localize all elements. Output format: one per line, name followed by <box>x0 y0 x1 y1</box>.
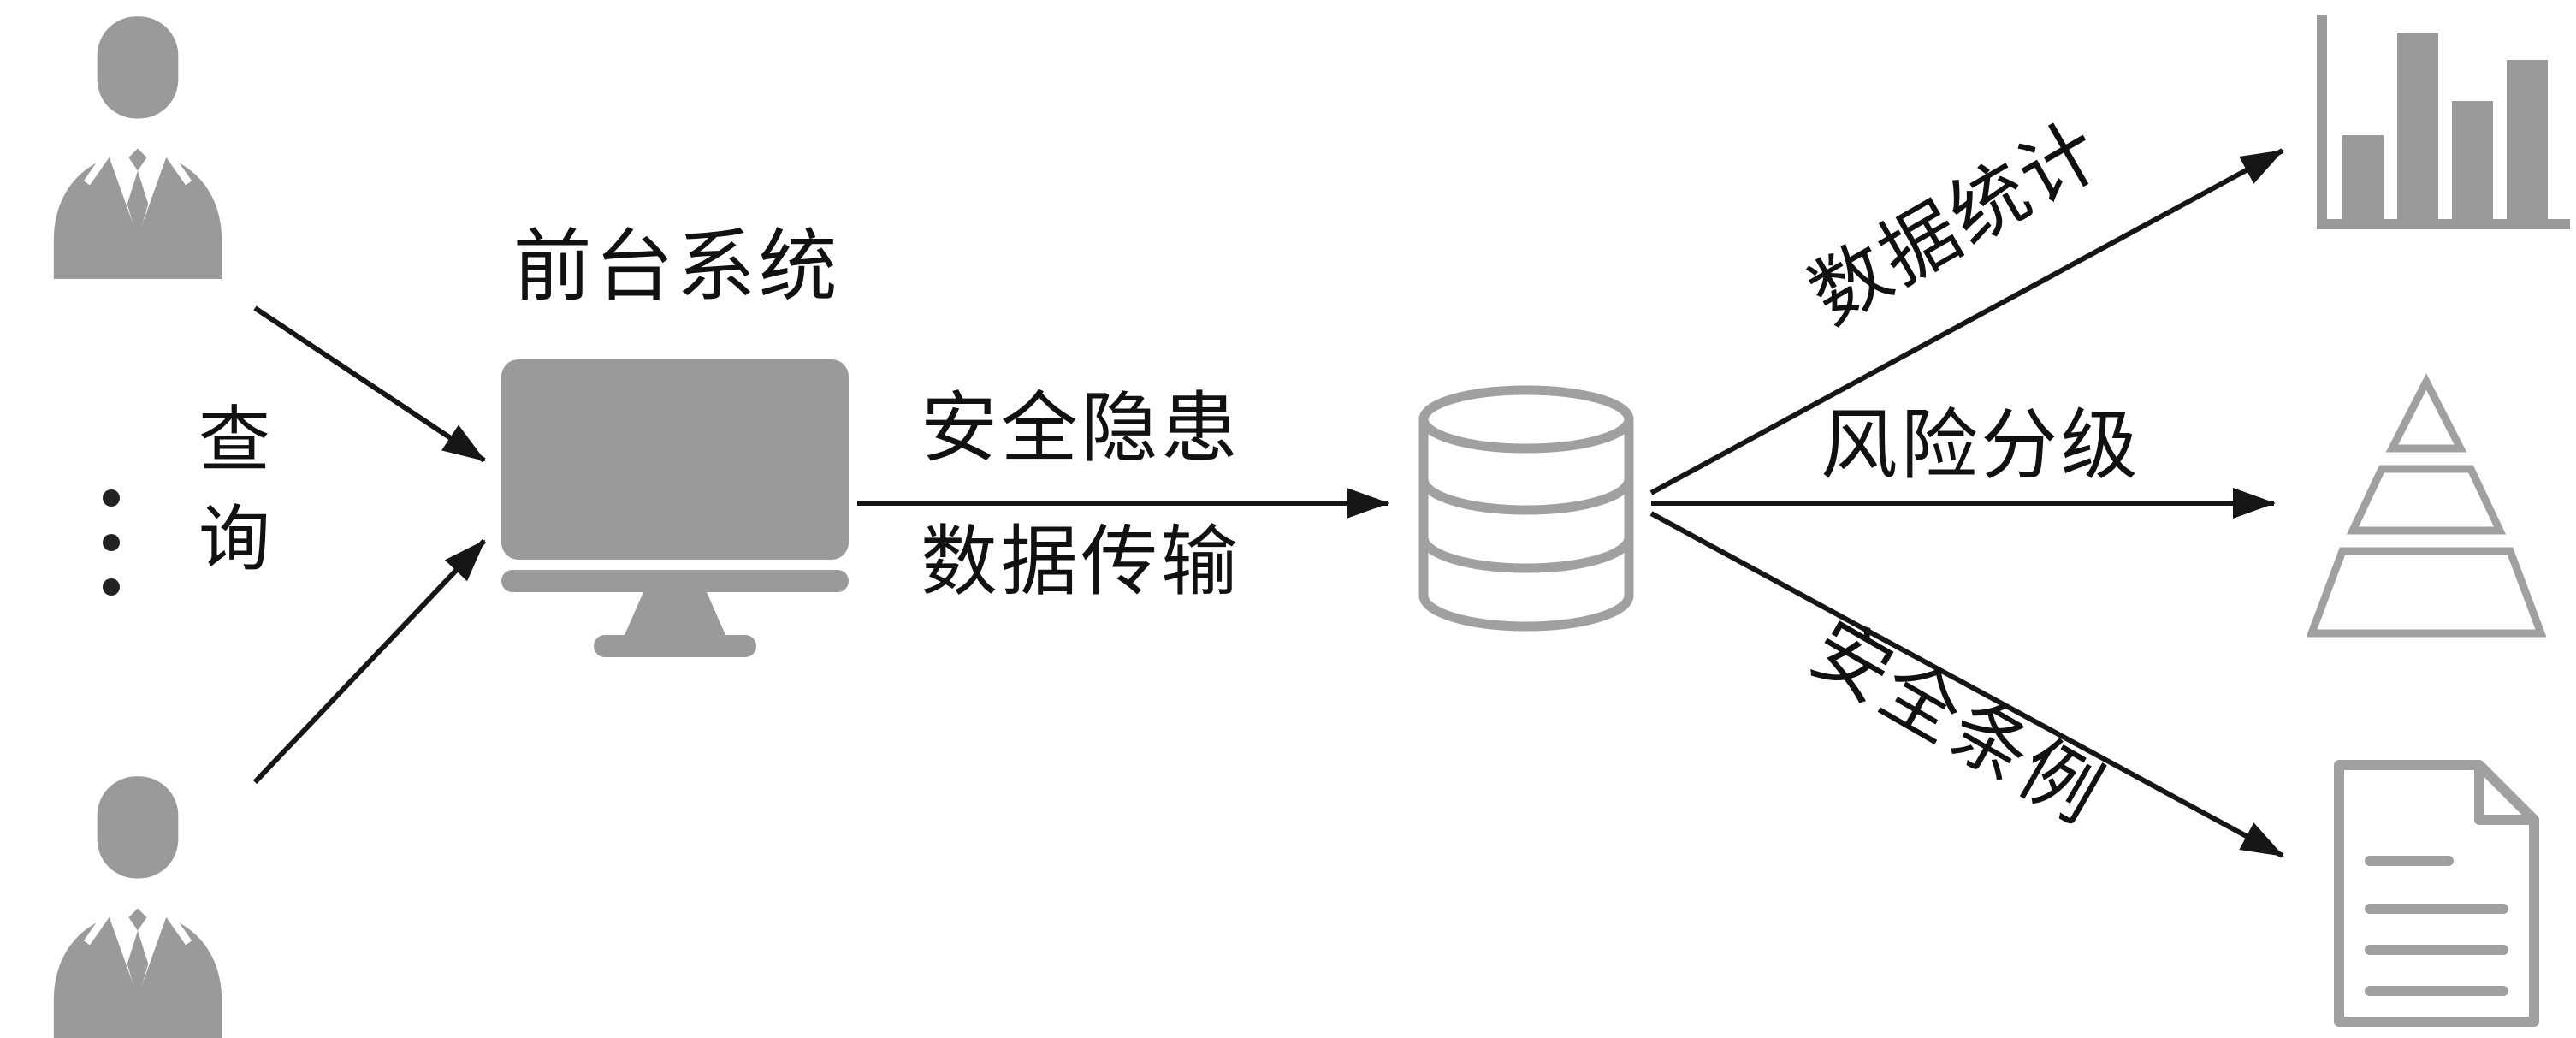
frontend-system-label: 前台系统 <box>512 223 841 311</box>
pyramid-icon <box>2306 373 2547 638</box>
query-label-char-1: 查 <box>198 401 274 481</box>
user-icon <box>53 776 222 1038</box>
vertical-ellipsis-icon <box>103 489 120 596</box>
transfer-label-line2: 数据传输 <box>921 520 1241 605</box>
arrow-database-to-statistics <box>1649 148 2284 495</box>
database-icon <box>1418 385 1634 632</box>
arrow-database-to-rules <box>1649 511 2284 858</box>
transfer-label-line1: 安全隐患 <box>921 387 1241 472</box>
arrow-user-top-to-frontend <box>253 305 486 463</box>
user-icon <box>53 16 222 279</box>
monitor-icon <box>501 359 849 657</box>
risk-grading-label: 风险分级 <box>1821 404 2141 489</box>
query-label-char-2: 询 <box>198 500 274 580</box>
bar-chart-icon <box>2317 15 2570 229</box>
document-icon <box>2334 760 2539 1027</box>
query-label: 查 询 <box>198 392 273 590</box>
arrow-user-bottom-to-frontend <box>252 538 487 785</box>
